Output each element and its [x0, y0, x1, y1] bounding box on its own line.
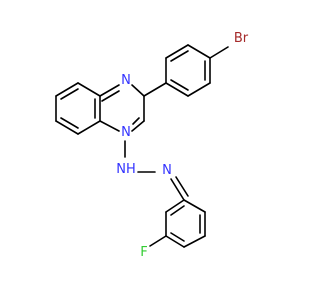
- bond: [183, 235, 206, 248]
- bond: [149, 235, 167, 247]
- bond: [165, 199, 185, 213]
- bond: [175, 176, 189, 197]
- bond: [187, 82, 211, 97]
- bond: [170, 79, 189, 91]
- bond: [131, 84, 145, 97]
- bond: [165, 82, 189, 97]
- atom-f: F: [140, 245, 147, 260]
- bond: [60, 88, 79, 100]
- atom-n-imine: N: [162, 163, 172, 178]
- bond: [77, 120, 101, 135]
- bond: [143, 82, 167, 97]
- bond: [170, 232, 185, 242]
- bond: [170, 50, 189, 62]
- bond: [99, 120, 120, 132]
- atom-br: Br: [234, 31, 249, 46]
- bond: [183, 199, 206, 213]
- atom-nh: NH: [116, 162, 136, 177]
- bond: [101, 90, 120, 102]
- bond: [131, 120, 145, 132]
- bond: [99, 84, 120, 97]
- bond: [187, 44, 211, 59]
- bond: [170, 178, 185, 201]
- bond: [209, 46, 229, 59]
- atom-labels: N N NH N Br F: [116, 31, 249, 260]
- bond: [55, 82, 79, 97]
- bond: [77, 82, 101, 97]
- bond: [55, 120, 79, 135]
- molecule-structure: N N NH N Br F: [55, 31, 249, 260]
- bond: [132, 117, 140, 125]
- bond: [60, 117, 79, 129]
- bond: [165, 235, 185, 248]
- bond: [170, 205, 185, 216]
- bond: [165, 44, 189, 59]
- atom-n1: N: [121, 73, 131, 88]
- atom-n3: N: [121, 125, 131, 140]
- bond-lines: [55, 44, 229, 248]
